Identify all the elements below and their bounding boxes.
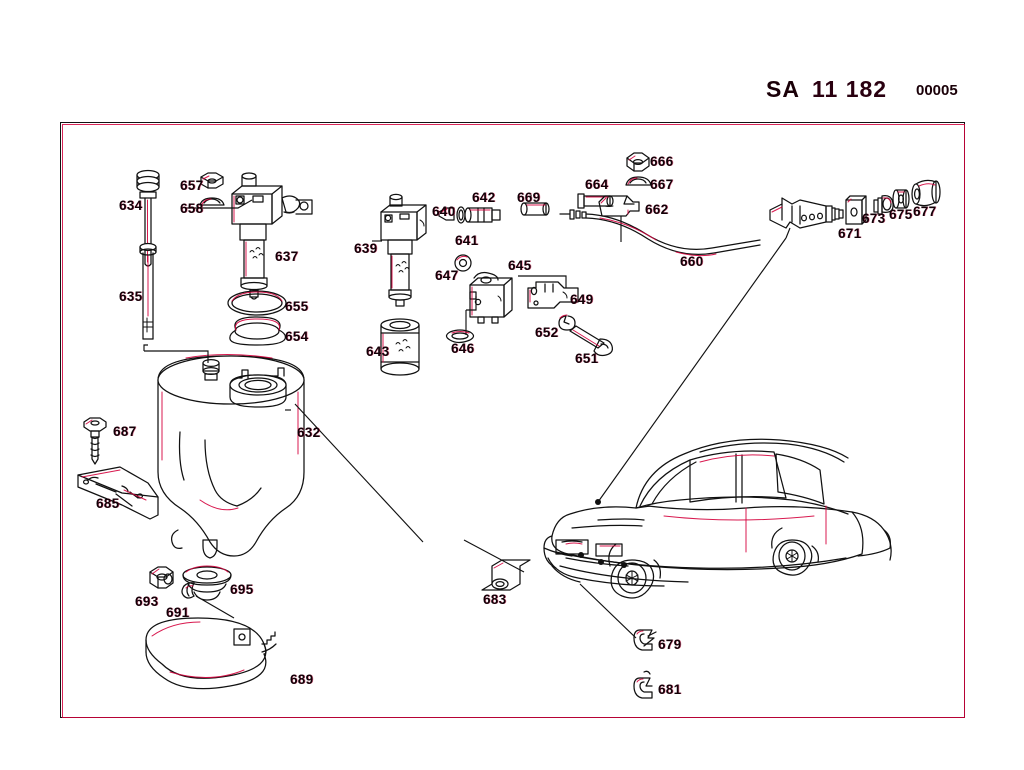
part-651-art xyxy=(569,325,613,357)
part-label-657[interactable]: 657 xyxy=(180,178,204,193)
part-label-652[interactable]: 652 xyxy=(535,325,559,340)
part-label-691[interactable]: 691 xyxy=(166,605,190,620)
part-label-689[interactable]: 689 xyxy=(290,672,314,687)
part-label-677[interactable]: 677 xyxy=(913,204,937,219)
part-label-675[interactable]: 675 xyxy=(889,207,913,222)
part-677-art xyxy=(911,179,941,207)
part-658-art xyxy=(199,197,225,206)
part-label-662[interactable]: 662 xyxy=(645,202,669,217)
part-label-669[interactable]: 669 xyxy=(517,190,541,205)
part-label-642[interactable]: 642 xyxy=(472,190,496,205)
part-695-art xyxy=(182,565,232,601)
part-666-art xyxy=(626,152,650,172)
part-647-art xyxy=(454,254,472,272)
part-669-art xyxy=(520,195,550,216)
part-642-art xyxy=(464,207,501,223)
part-label-645[interactable]: 645 xyxy=(508,258,532,273)
part-637-art xyxy=(186,172,313,300)
part-693-art xyxy=(149,566,174,589)
part-645-art xyxy=(465,271,513,335)
part-640-art xyxy=(438,207,455,221)
part-679-art xyxy=(579,583,657,651)
part-646-art xyxy=(445,329,475,344)
part-label-693[interactable]: 693 xyxy=(135,594,159,609)
part-label-641[interactable]: 641 xyxy=(455,233,479,248)
part-label-681[interactable]: 681 xyxy=(658,682,682,697)
part-label-654[interactable]: 654 xyxy=(285,329,309,344)
part-639-art xyxy=(372,193,427,307)
part-660-art xyxy=(559,209,761,257)
part-label-637[interactable]: 637 xyxy=(275,249,299,264)
part-label-634[interactable]: 634 xyxy=(119,198,143,213)
part-label-667[interactable]: 667 xyxy=(650,177,674,192)
part-label-632[interactable]: 632 xyxy=(297,425,321,440)
part-label-687[interactable]: 687 xyxy=(113,424,137,439)
part-657-art xyxy=(200,172,224,189)
part-634-art xyxy=(136,169,160,267)
diagram-frame xyxy=(60,122,965,718)
part-label-655[interactable]: 655 xyxy=(285,299,309,314)
part-label-639[interactable]: 639 xyxy=(354,241,378,256)
part-label-646[interactable]: 646 xyxy=(451,341,475,356)
part-label-671[interactable]: 671 xyxy=(838,226,862,241)
part-681-art xyxy=(633,670,653,699)
part-671-art xyxy=(769,195,867,239)
catalog-code: SA xyxy=(766,76,800,102)
part-label-664[interactable]: 664 xyxy=(585,177,609,192)
part-label-643[interactable]: 643 xyxy=(366,344,390,359)
part-649-art xyxy=(518,275,579,309)
part-675-art xyxy=(892,189,910,209)
group-number: 11 182 xyxy=(812,76,888,102)
part-label-666[interactable]: 666 xyxy=(650,154,674,169)
part-632-art xyxy=(143,344,424,559)
part-label-683[interactable]: 683 xyxy=(483,592,507,607)
part-687-art xyxy=(83,417,107,465)
part-643-art xyxy=(380,318,420,376)
part-label-640[interactable]: 640 xyxy=(432,204,456,219)
part-655-art xyxy=(227,290,287,316)
part-label-647[interactable]: 647 xyxy=(435,268,459,283)
part-685-art xyxy=(77,466,159,520)
vehicle-illustration xyxy=(543,237,892,599)
part-654-art xyxy=(229,316,286,346)
part-label-673[interactable]: 673 xyxy=(862,211,886,226)
part-label-651[interactable]: 651 xyxy=(575,351,599,366)
part-683-art xyxy=(463,539,531,591)
part-label-649[interactable]: 649 xyxy=(570,292,594,307)
part-662-art xyxy=(598,195,640,242)
part-label-685[interactable]: 685 xyxy=(96,496,120,511)
part-label-660[interactable]: 660 xyxy=(680,254,704,269)
part-652-art xyxy=(558,314,576,331)
part-label-635[interactable]: 635 xyxy=(119,289,143,304)
part-635-art xyxy=(139,242,157,340)
part-667-art xyxy=(625,176,652,186)
part-label-695[interactable]: 695 xyxy=(230,582,254,597)
page-number: 00005 xyxy=(916,82,958,99)
part-label-679[interactable]: 679 xyxy=(658,637,682,652)
part-label-658[interactable]: 658 xyxy=(180,201,204,216)
part-641-art xyxy=(456,206,466,224)
part-689-art xyxy=(145,617,277,690)
